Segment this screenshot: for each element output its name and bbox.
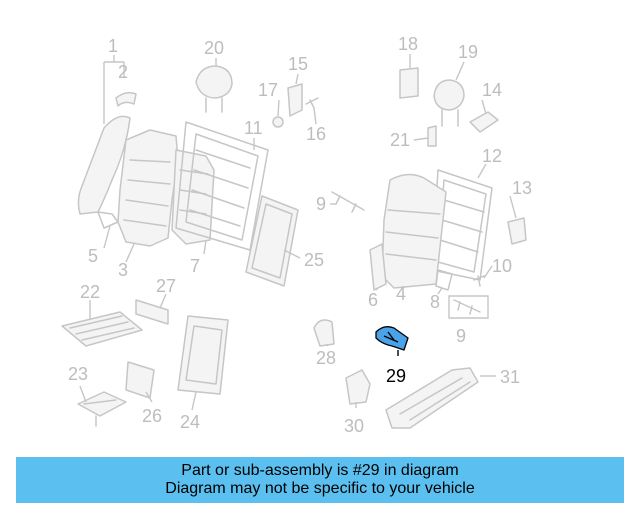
callout-26: 26 <box>142 406 162 426</box>
callout-3: 3 <box>118 260 128 280</box>
callout-14: 14 <box>482 80 502 100</box>
part-5-bolster-cover[interactable] <box>97 211 119 229</box>
part-25-back-panel[interactable] <box>245 195 299 287</box>
part-24-armrest[interactable] <box>177 315 229 395</box>
part-15-guide[interactable] <box>287 83 303 117</box>
part-10-screw[interactable] <box>473 275 485 287</box>
callout-24: 24 <box>180 412 200 432</box>
part-20-headrest[interactable] <box>195 65 233 99</box>
callout-20: 20 <box>204 38 224 58</box>
part-3-backrest-cushion[interactable] <box>117 129 179 247</box>
part-4-backrest-cushion[interactable] <box>381 173 447 289</box>
callout-30: 30 <box>344 416 364 436</box>
part-19-headrest[interactable] <box>433 79 465 111</box>
banner-line-1: Part or sub-assembly is #29 in diagram <box>181 462 459 479</box>
part-31-side-trim[interactable] <box>385 367 479 429</box>
callout-23: 23 <box>68 364 88 384</box>
part-17-grommet[interactable] <box>272 116 284 128</box>
part-26-cover[interactable] <box>125 361 155 399</box>
banner-line-2: Diagram may not be specific to your vehi… <box>165 480 475 497</box>
part-6-side-cover[interactable] <box>369 243 387 291</box>
part-23-base[interactable] <box>77 391 127 417</box>
part-28-bracket[interactable] <box>313 319 335 347</box>
part-18-button[interactable] <box>399 67 419 99</box>
callout-9-right: 9 <box>456 326 466 346</box>
callout-11: 11 <box>244 118 263 138</box>
callout-7: 7 <box>190 256 200 276</box>
part-30-hinge-bracket[interactable] <box>345 369 371 405</box>
callout-27: 27 <box>156 276 176 296</box>
callout-17: 17 <box>258 80 278 100</box>
callout-13: 13 <box>512 178 532 198</box>
part-22-cushion-pad[interactable] <box>61 311 143 347</box>
callout-12: 12 <box>482 146 502 166</box>
callout-9-left: 9 <box>316 194 326 214</box>
part-9-bolt-set-right[interactable] <box>453 299 481 315</box>
part-21-sleeve[interactable] <box>427 125 437 147</box>
callout-21: 21 <box>390 130 410 150</box>
part-13-latch[interactable] <box>507 217 527 245</box>
callout-19: 19 <box>458 42 478 62</box>
part-2-cap[interactable] <box>115 91 137 107</box>
callout-8: 8 <box>430 292 440 312</box>
callout-18: 18 <box>398 34 418 54</box>
parts-diagram: 1 2 20 15 17 16 11 9 25 5 3 7 22 27 23 2… <box>61 34 532 436</box>
part-1-side-bolster[interactable] <box>77 115 131 215</box>
callout-15: 15 <box>288 54 308 74</box>
callout-28: 28 <box>316 348 336 368</box>
callout-4: 4 <box>396 284 406 304</box>
info-banner: Part or sub-assembly is #29 in diagram D… <box>16 457 624 503</box>
callout-16: 16 <box>306 124 326 144</box>
part-16-bolt[interactable] <box>305 97 319 109</box>
callout-29-highlighted: 29 <box>386 366 406 386</box>
part-9-bolt-set-left[interactable] <box>331 191 365 213</box>
callout-2: 2 <box>118 62 128 82</box>
callout-6: 6 <box>368 290 378 310</box>
callout-1: 1 <box>108 36 118 56</box>
callout-22: 22 <box>80 282 100 302</box>
callout-25: 25 <box>304 250 324 270</box>
part-8-clip[interactable] <box>435 269 453 291</box>
callout-10: 10 <box>492 256 512 276</box>
callout-31: 31 <box>500 367 520 387</box>
part-14-guide[interactable] <box>469 111 499 133</box>
part-27-trim-strip[interactable] <box>135 299 169 325</box>
callout-5: 5 <box>88 246 98 266</box>
